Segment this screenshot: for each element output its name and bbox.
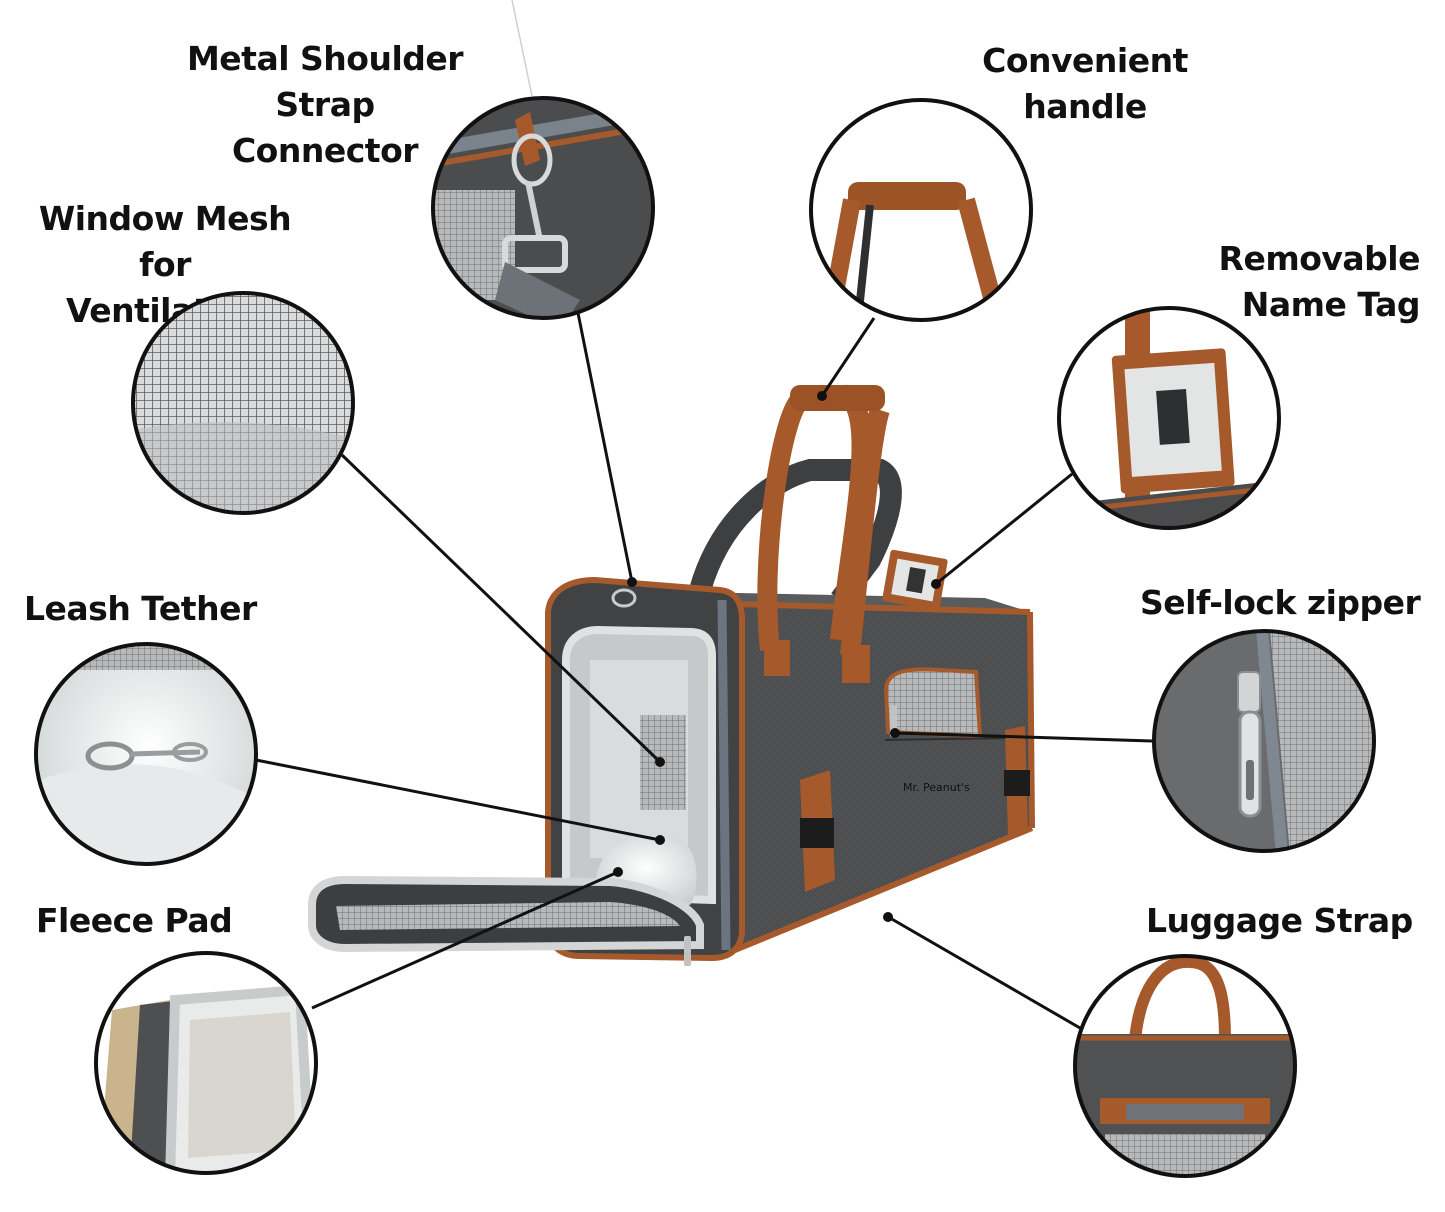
callout-line-handle (820, 317, 876, 397)
label-fleece-pad: Fleece Pad (36, 898, 266, 944)
detail-circle-leash-tether (34, 642, 258, 866)
callout-line-luggage-strap (889, 916, 1081, 1030)
shoulder-strap (689, 459, 902, 607)
leather-handle-right (840, 406, 890, 657)
label-line: Name Tag (1241, 285, 1421, 324)
label-name-tag: Removable Name Tag (1180, 236, 1421, 328)
label-line: Luggage Strap (1146, 901, 1413, 940)
handle-grip (790, 385, 885, 411)
callout-dots (613, 391, 941, 922)
callout-line-window-mesh (340, 453, 662, 764)
callout-line-name-tag (935, 472, 1073, 586)
label-handle: Convenient handle (960, 38, 1210, 130)
label-line: Fleece Pad (36, 901, 233, 940)
label-zipper: Self-lock zipper (1140, 580, 1430, 626)
label-line: Strap Connector (231, 85, 419, 170)
detail-circle-name-tag (1057, 306, 1281, 530)
detail-circle-shoulder-strap (431, 96, 655, 320)
label-line: Leash Tether (24, 589, 257, 628)
detail-circle-zipper (1152, 629, 1376, 853)
hanging-string (511, 0, 533, 97)
pet-carrier-bag: Mr. Peanut's (308, 384, 1035, 966)
label-line: Removable (1218, 239, 1421, 278)
callout-line-fleece-pad (311, 870, 619, 1010)
callout-line-zipper (894, 731, 1153, 743)
name-tag-on-bag (882, 549, 948, 611)
detail-circle-fleece-pad (94, 951, 318, 1175)
detail-circle-window-mesh (131, 291, 355, 515)
label-line: Window Mesh for (38, 199, 292, 284)
detail-circle-handle (809, 98, 1033, 322)
callout-line-shoulder-strap (576, 312, 634, 583)
label-leash-tether: Leash Tether (24, 586, 284, 632)
label-shoulder-strap: Metal Shoulder Strap Connector (180, 36, 470, 174)
label-luggage-strap: Luggage Strap (1146, 898, 1416, 944)
detail-circle-luggage-strap (1073, 954, 1297, 1178)
callout-line-leash-tether (255, 758, 661, 842)
label-line: Self-lock zipper (1140, 583, 1421, 622)
callout-lines (255, 312, 1153, 1030)
label-line: Convenient (982, 41, 1188, 80)
label-line: handle (1023, 87, 1147, 126)
label-line: Metal Shoulder (186, 39, 464, 78)
brand-text: Mr. Peanut's (903, 781, 970, 794)
side-mesh-pocket (883, 667, 983, 739)
